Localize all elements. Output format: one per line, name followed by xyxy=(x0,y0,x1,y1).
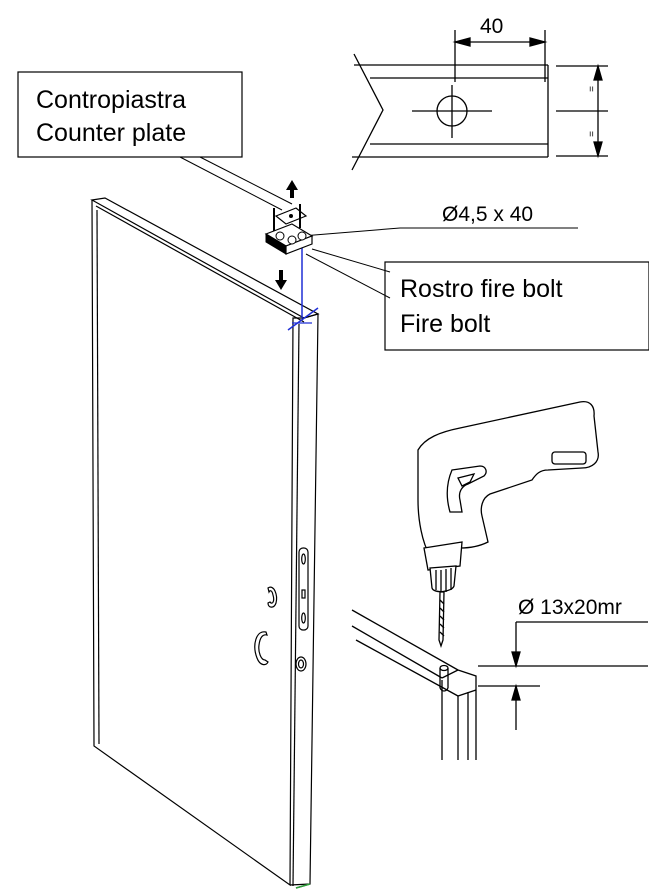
door-hardware xyxy=(254,547,309,672)
bolt-hole-2 xyxy=(287,235,297,245)
drilled-hole-bottom xyxy=(439,687,449,692)
fire-bolt-assembly xyxy=(264,180,319,331)
fire-bolt-label-it: Rostro fire bolt xyxy=(400,275,563,303)
drill-rear-vent xyxy=(551,451,587,465)
depth-arrow-top xyxy=(511,651,521,669)
drill-housing xyxy=(417,400,599,557)
leader-counter-plate-2 xyxy=(199,156,293,205)
fire-bolt-callout-box xyxy=(384,261,649,351)
frame-top-front-edge-2 xyxy=(355,639,459,697)
slot-detail xyxy=(351,30,608,171)
arrow-right xyxy=(529,37,548,47)
drill-nose xyxy=(423,541,463,571)
cylinder-lock-icon xyxy=(295,656,307,672)
frame-top-right xyxy=(457,669,477,760)
leader-fire-bolt-2 xyxy=(305,253,391,299)
deadbolt-slot xyxy=(301,612,306,624)
counter-plate-callout-box xyxy=(17,71,243,158)
arrow-bottom xyxy=(593,141,603,159)
lock-faceplate xyxy=(298,547,309,631)
fire-bolt-label-en: Fire bolt xyxy=(400,310,490,338)
arrow-top xyxy=(593,63,603,81)
arrow-down-icon xyxy=(275,270,287,290)
drill-grip-opening xyxy=(446,465,487,513)
bolt-hole-1 xyxy=(275,231,285,241)
drill xyxy=(417,400,599,649)
door-top-inner-edge xyxy=(95,205,305,323)
counter-plate-label-it: Contropiastra xyxy=(36,86,186,114)
channel-break-line xyxy=(351,53,384,171)
equal-mark-top: = xyxy=(585,86,596,92)
door xyxy=(90,197,320,889)
leader-counter-plate-1 xyxy=(179,156,283,211)
arrow-up-icon xyxy=(286,180,298,198)
door-corner-accent xyxy=(295,883,311,889)
latch-bolt xyxy=(301,589,306,599)
bolt-hole-3 xyxy=(297,231,307,241)
dim-40-label: 40 xyxy=(480,15,503,38)
counter-plate-hole xyxy=(289,214,293,218)
handle-upper-icon xyxy=(267,586,278,608)
hole-size-label: Ø 13x20mr xyxy=(518,596,622,619)
frame-top-front-edge xyxy=(351,625,443,679)
handle-lower-icon xyxy=(254,631,269,666)
leader-screw xyxy=(301,227,401,237)
screw-size-label: Ø4,5 x 40 xyxy=(442,203,533,226)
depth-arrow-bottom xyxy=(511,683,521,701)
counter-plate-label-en: Counter plate xyxy=(36,119,186,147)
leader-fire-bolt-1 xyxy=(311,248,391,273)
equal-mark-bottom: = xyxy=(585,131,596,137)
latch-slot xyxy=(301,553,306,565)
door-side-inner-edge xyxy=(292,323,300,887)
leader-lines xyxy=(179,156,578,299)
door-frame-corner xyxy=(351,609,648,760)
door-bottom-edge xyxy=(289,883,311,886)
arrow-left xyxy=(452,37,471,47)
drill-trigger xyxy=(457,473,476,487)
frame-top-back-edge xyxy=(351,609,459,671)
bolt-axis-cross-1 xyxy=(287,307,319,331)
frame-top-rebate xyxy=(441,669,459,679)
drilled-hole-top xyxy=(439,664,449,672)
drill-bit-flutes xyxy=(439,599,445,637)
frame-front-right xyxy=(457,689,477,697)
cylinder-lock-core xyxy=(297,659,305,669)
door-front-face xyxy=(91,199,304,887)
drill-chuck xyxy=(429,565,457,593)
door-front-edge-bevel xyxy=(96,209,100,745)
